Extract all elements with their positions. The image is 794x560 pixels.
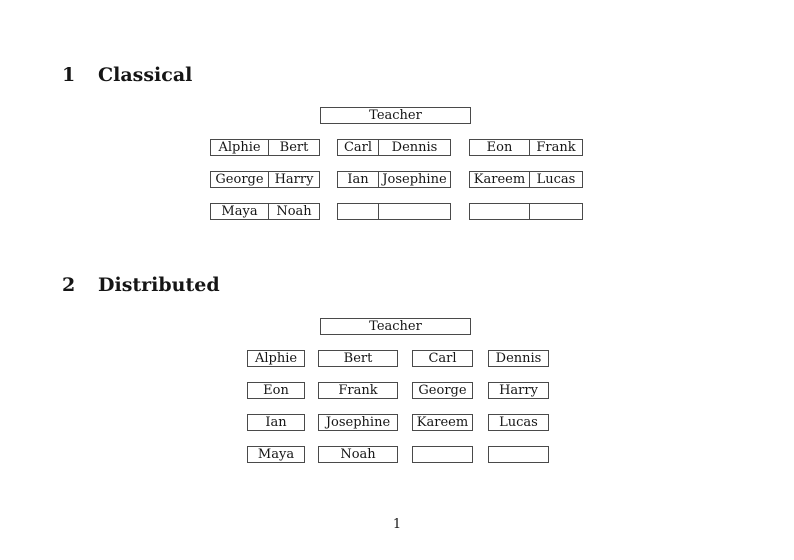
desk (469, 203, 583, 220)
desk-cell (470, 204, 530, 219)
seat-box: Carl (412, 350, 473, 367)
desk: Ian Josephine (337, 171, 451, 188)
section-title: Distributed (98, 274, 220, 296)
page-number: 1 (392, 517, 402, 532)
seat-box: Eon (247, 382, 305, 399)
desk-cell: George (211, 172, 269, 187)
desk-cell: Harry (274, 172, 314, 187)
desk-cell: Josephine (382, 172, 447, 187)
seat-box: Harry (488, 382, 549, 399)
desk: Maya Noah (210, 203, 320, 220)
desk-cell: Maya (211, 204, 269, 219)
teacher-box-distributed: Teacher (320, 318, 471, 335)
desk-cell: Noah (276, 204, 312, 219)
section-number: 1 (62, 64, 76, 86)
desk: George Harry (210, 171, 320, 188)
teacher-label: Teacher (369, 319, 422, 334)
desk-cell: Frank (536, 140, 576, 155)
desk-cell: Eon (470, 140, 530, 155)
desk-cell (379, 204, 450, 219)
seat-box: Dennis (488, 350, 549, 367)
desk-cell: Alphie (211, 140, 269, 155)
teacher-label: Teacher (369, 108, 422, 123)
seat-box: Bert (318, 350, 398, 367)
desk-cell (338, 204, 379, 219)
seat-box: George (412, 382, 473, 399)
desk: Eon Frank (469, 139, 583, 156)
desk: Carl Dennis (337, 139, 451, 156)
desk (337, 203, 451, 220)
desk-cell: Bert (279, 140, 309, 155)
desk-cell: Ian (338, 172, 379, 187)
seat-box: Ian (247, 414, 305, 431)
seat-box: Alphie (247, 350, 305, 367)
section-heading-classical: 1 Classical (62, 64, 192, 86)
desk-cell (530, 204, 582, 219)
desk-cell: Kareem (470, 172, 530, 187)
seat-box: Kareem (412, 414, 473, 431)
desk-cell: Carl (338, 140, 379, 155)
seat-box: Josephine (318, 414, 398, 431)
desk-cell: Lucas (536, 172, 576, 187)
desk-cell: Dennis (391, 140, 438, 155)
teacher-box-classical: Teacher (320, 107, 471, 124)
section-heading-distributed: 2 Distributed (62, 274, 220, 296)
seat-box (488, 446, 549, 463)
seat-box: Lucas (488, 414, 549, 431)
desk: Alphie Bert (210, 139, 320, 156)
seat-box: Frank (318, 382, 398, 399)
desk: Kareem Lucas (469, 171, 583, 188)
seat-box (412, 446, 473, 463)
seat-box: Maya (247, 446, 305, 463)
seat-box: Noah (318, 446, 398, 463)
section-title: Classical (98, 64, 193, 86)
section-number: 2 (62, 274, 76, 296)
